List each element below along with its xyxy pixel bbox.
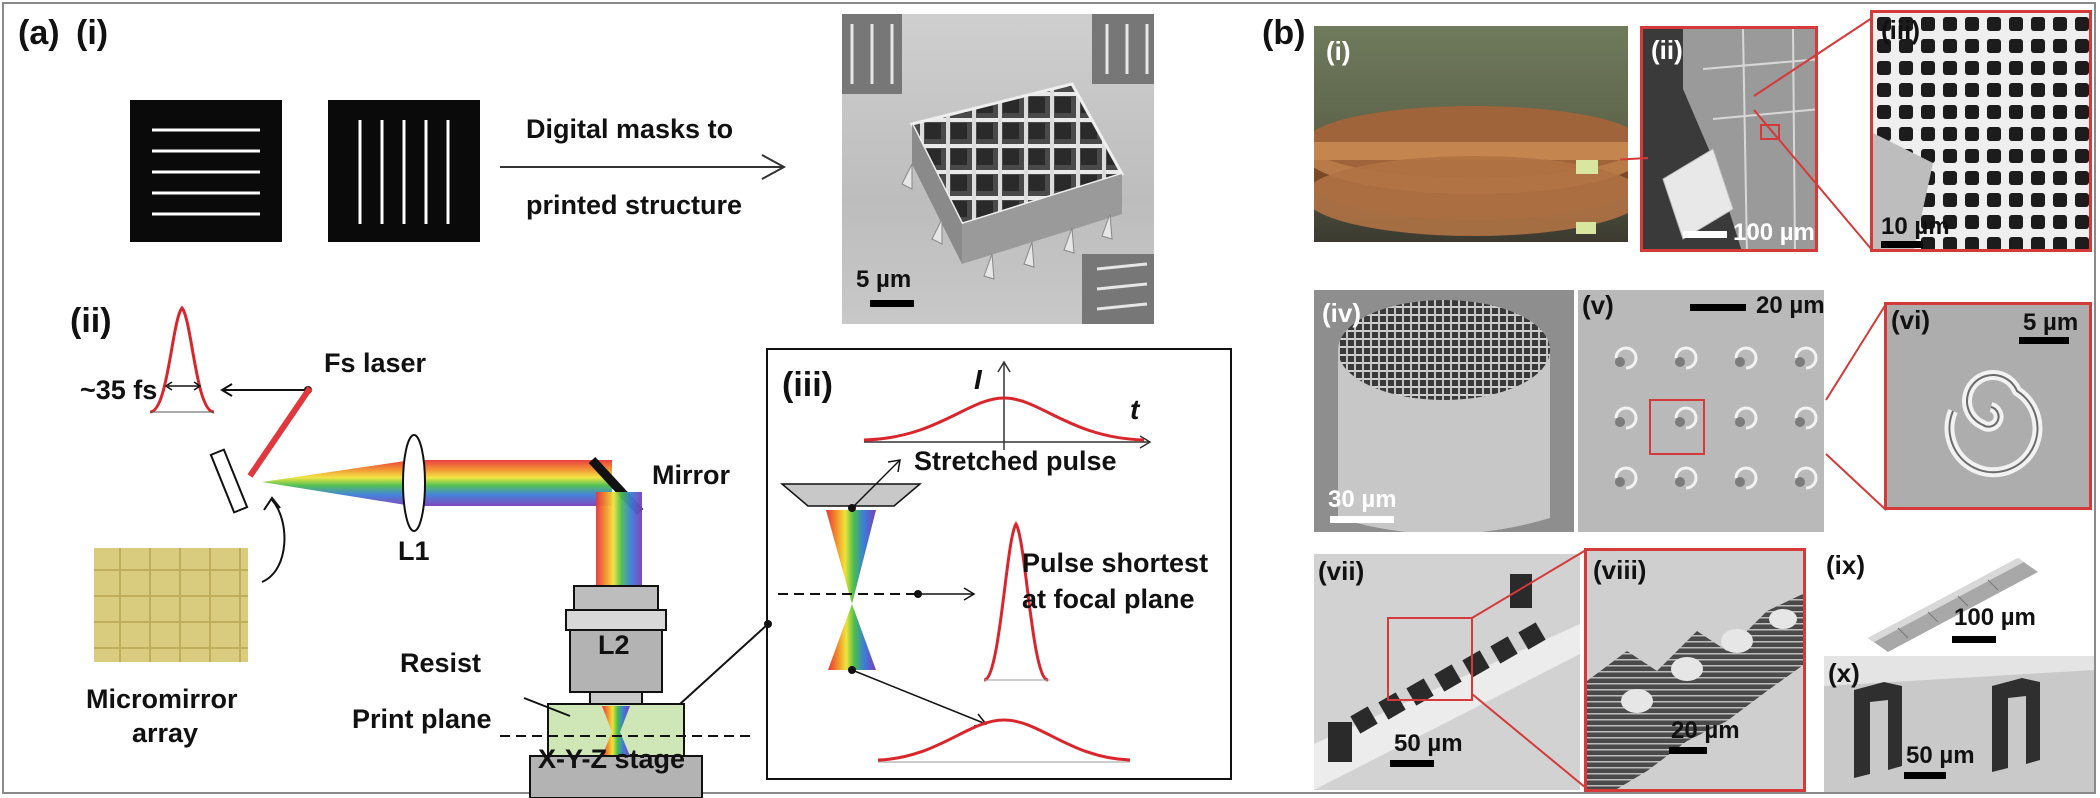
printed-structure-sem-image: 5 µm bbox=[842, 14, 1154, 324]
panel-a-ii-label: (ii) bbox=[70, 302, 112, 340]
stretched-pulse-label: Stretched pulse bbox=[914, 446, 1117, 476]
b-ii-sem-panel: (ii) 100 µm bbox=[1640, 26, 1818, 252]
b-vi-scale-bar bbox=[2019, 337, 2069, 344]
b-ix-scale-bar bbox=[1952, 636, 1996, 643]
mirror-label: Mirror bbox=[652, 460, 731, 490]
pulse-inset-box: (iii) I t Stretched pulse Pulse shortest… bbox=[766, 348, 1232, 780]
axis-i-label: I bbox=[974, 364, 982, 395]
pulse-width-label: ~35 fs bbox=[80, 375, 158, 405]
panel-a-i-label: (i) bbox=[76, 14, 109, 52]
b-vii-viii-connectors bbox=[1471, 549, 1587, 789]
b-x-scale-bar bbox=[1904, 772, 1946, 779]
mask-horizontal-lines bbox=[130, 100, 282, 242]
b-iii-scale-label: 10 µm bbox=[1881, 213, 1950, 240]
micromirror-array-image bbox=[94, 548, 248, 662]
pulse-inset-diagram bbox=[778, 360, 1152, 763]
b-i-coin-photo: (i) bbox=[1314, 26, 1628, 242]
resist-label: Resist bbox=[400, 648, 482, 678]
panel-a-label: (a) bbox=[18, 14, 60, 52]
l1-label: L1 bbox=[398, 536, 430, 566]
b-vii-scale-bar bbox=[1390, 760, 1434, 767]
b-viii-sem-closeup: (viii) 20 µm bbox=[1584, 548, 1806, 792]
micromirror-label-line1: Micromirror bbox=[86, 684, 238, 714]
b-ii-scale-label: 100 µm bbox=[1733, 219, 1815, 246]
axis-t-label: t bbox=[1130, 394, 1140, 425]
b-viii-label: (viii) bbox=[1593, 555, 1647, 585]
sem-scale-bar bbox=[870, 300, 914, 307]
b-vii-scale-label: 50 µm bbox=[1394, 730, 1463, 757]
b-vii-label: (vii) bbox=[1318, 556, 1365, 586]
b-viii-scale-bar bbox=[1669, 747, 1707, 754]
b-v-vi-connectors bbox=[1825, 303, 1887, 511]
print-plane-label: Print plane bbox=[352, 704, 492, 734]
b-vii-sem-image: (vii) 50 µm bbox=[1314, 554, 1580, 790]
b-vi-label: (vi) bbox=[1891, 305, 1930, 335]
b-iv-scale-bar bbox=[1330, 516, 1394, 523]
b-ii-label: (ii) bbox=[1651, 35, 1683, 65]
panel-b-label: (b) bbox=[1262, 14, 1306, 52]
b-i-label: (i) bbox=[1326, 36, 1351, 66]
b-iii-sem-panel: (iii) 10 µm bbox=[1870, 10, 2092, 252]
b-ix-scale-label: 100 µm bbox=[1954, 604, 2036, 631]
b-vi-spiral-closeup: (vi) 5 µm bbox=[1884, 302, 2092, 510]
arrow-text-line1: Digital masks to bbox=[526, 114, 734, 144]
b-v-scale-label: 20 µm bbox=[1756, 292, 1824, 319]
mask-vertical-lines bbox=[328, 100, 480, 242]
pulse-shortest-line2: at focal plane bbox=[1022, 584, 1195, 614]
b-iv-sem-image: (iv) 30 µm bbox=[1314, 290, 1574, 532]
arrow-text-line2: printed structure bbox=[526, 190, 743, 220]
panel-a-iii-label: (iii) bbox=[782, 366, 833, 404]
b-iv-scale-label: 30 µm bbox=[1328, 486, 1397, 513]
b-ix-sem-image: (ix) 100 µm bbox=[1818, 548, 2094, 654]
b-x-sem-image: (x) 50 µm bbox=[1824, 656, 2094, 792]
b-iv-label: (iv) bbox=[1322, 298, 1361, 328]
sem-scale-label: 5 µm bbox=[856, 266, 912, 293]
l2-label: L2 bbox=[598, 630, 630, 660]
b-ii-scale-bar bbox=[1683, 231, 1727, 238]
b-ix-label: (ix) bbox=[1826, 550, 1865, 580]
b-vi-scale-label: 5 µm bbox=[2023, 309, 2079, 336]
micromirror-label-line2: array bbox=[132, 718, 199, 748]
b-v-label: (v) bbox=[1582, 290, 1614, 320]
b-zoom-connectors bbox=[1620, 17, 1873, 251]
fs-laser-label: Fs laser bbox=[324, 348, 427, 378]
mask-to-structure-arrow bbox=[500, 154, 787, 180]
b-iii-label: (iii) bbox=[1881, 15, 1920, 45]
optical-setup-diagram bbox=[149, 305, 772, 798]
b-iii-scale-bar bbox=[1881, 241, 1923, 248]
b-v-spiral-array: (v) 20 µm bbox=[1578, 290, 1824, 532]
stage-label: X-Y-Z stage bbox=[538, 744, 686, 774]
pulse-shortest-line1: Pulse shortest bbox=[1022, 548, 1209, 578]
b-viii-scale-label: 20 µm bbox=[1671, 717, 1740, 744]
b-x-label: (x) bbox=[1828, 658, 1860, 688]
b-x-scale-label: 50 µm bbox=[1906, 742, 1975, 769]
b-v-scale-bar bbox=[1690, 304, 1746, 311]
